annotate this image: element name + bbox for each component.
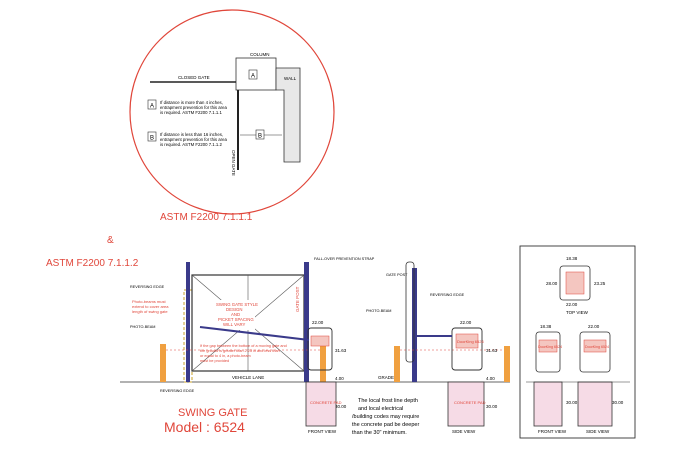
dim-4-front: 4.00	[335, 376, 344, 381]
operator-top-view	[559, 265, 591, 301]
pad-note-3: /building codes may require	[352, 414, 419, 420]
gap-note-3: or equal to 4 in, a photo-beam	[200, 354, 251, 358]
pad-note-1: The local frost line depth	[358, 398, 418, 404]
dim-31-side: 31.63	[486, 348, 498, 353]
marker-a: A	[251, 74, 255, 80]
concrete-pad-side	[447, 381, 485, 427]
wall-shape	[275, 67, 301, 163]
note-b-line2: entrapment prevention for this area	[160, 137, 227, 142]
style-note-2: DESIGN	[226, 307, 242, 312]
detail-front-view-label: FRONT VIEW	[538, 429, 567, 434]
ampersand: &	[107, 235, 114, 246]
note-a-line2: entrapment prevention for this area	[160, 105, 227, 110]
photo-beam-note-3: length of swing gate	[132, 309, 168, 314]
concrete-pad-label-side: CONCRETE PAD	[454, 400, 486, 405]
photo-beam-note-2: extend to cover area	[132, 304, 169, 309]
dim-30-detail-2: 30.00	[612, 400, 624, 405]
grade-label: GRADE	[378, 375, 394, 380]
vehicle-lane-label: VEHICLE LANE	[232, 375, 264, 380]
gate-post-label-side: GATE POST	[386, 273, 408, 277]
reversing-edge-label-left: REVERSING EDGE	[130, 285, 165, 289]
dim-31-front: 31.63	[335, 348, 347, 353]
detail-side-view-label: SIDE VIEW	[586, 429, 610, 434]
note-a-line3: is required. ASTM F2200 7.1.1.1	[160, 110, 222, 115]
style-note-1: SWING GATE STYLE	[216, 302, 258, 307]
note-a-marker: A	[150, 104, 154, 110]
astm-reference-1: ASTM F2200 7.1.1.1	[160, 212, 253, 223]
front-view-label: FRONT VIEW	[308, 429, 337, 434]
photo-beam-label-side: PHOTO-BEAM	[366, 309, 391, 313]
reversing-edge-label-bottom: REVERSING EDGE	[160, 389, 195, 393]
pad-note-4: the concrete pad be deeper	[352, 422, 419, 428]
entrapment-detail-circle: A COLUMN WALL CLOSED GATE OPEN GATE B A …	[129, 9, 335, 215]
dim-1838-top: 18.38	[566, 256, 578, 261]
column-block	[235, 57, 277, 91]
gap-note-1: If the gap between the bottom of a movin…	[200, 344, 287, 348]
dim-28-top: 28.00	[546, 281, 558, 286]
gap-note-4: must be provided	[200, 359, 229, 363]
marker-b-dim: B	[258, 134, 262, 140]
pad-note-2: and local electrical	[358, 406, 403, 412]
gate-post	[304, 262, 309, 382]
dim-1838-front: 18.38	[540, 324, 552, 329]
operator-front-view	[307, 327, 333, 371]
dim-22-top: 22.00	[566, 302, 578, 307]
photo-beam-label-left: PHOTO-BEAM	[130, 325, 155, 329]
open-gate-label: OPEN GATE	[231, 150, 236, 176]
column-label: COLUMN	[250, 52, 270, 57]
note-b-line3: is required. ASTM F2200 7.1.1.2	[160, 142, 222, 147]
operator-label-detail-side: DoorKing 6524	[585, 345, 609, 349]
gate-model: Model : 6524	[164, 419, 245, 435]
astm-reference-2: ASTM F2200 7.1.1.2	[46, 258, 139, 269]
dim-30-detail: 30.00	[566, 400, 578, 405]
wall-label: WALL	[284, 76, 297, 81]
operator-label-detail-front: DoorKing 6524	[538, 345, 562, 349]
photo-beam-note-1: Photo-beams must	[132, 299, 166, 304]
dim-30-front: 30.00	[335, 404, 347, 409]
operator-side-view	[451, 327, 483, 371]
fall-over-label: FALL-OVER PREVENTION STRAP	[314, 257, 375, 261]
note-b-line1: If distance is less than 16 inches,	[160, 132, 223, 137]
dim-4-side: 4.00	[486, 376, 495, 381]
note-b-marker: B	[150, 136, 154, 142]
top-view-label: TOP VIEW	[566, 310, 589, 315]
pad-note-5: than the 30" minimum.	[352, 430, 407, 436]
dim-2325-top: 23.25	[594, 281, 606, 286]
style-note-3: AND	[231, 312, 240, 317]
gap-note-2: the ground is greater than 2.25 in and l…	[200, 349, 280, 353]
dim-22-front: 22.00	[312, 320, 324, 325]
operator-label-side: DoorKing 6524	[457, 339, 484, 344]
gate-title: SWING GATE	[178, 407, 247, 419]
closed-gate-label: CLOSED GATE	[178, 75, 210, 80]
dim-22-side: 22.00	[460, 320, 472, 325]
style-note-5: WILL VARY	[223, 322, 246, 327]
dim-22-detail: 22.00	[588, 324, 600, 329]
concrete-pad-label-front: CONCRETE PAD	[310, 400, 342, 405]
side-view-elevation: GATE POST REVERSING EDGE PHOTO-BEAM Door…	[352, 261, 510, 436]
detail-front-operator	[535, 331, 561, 373]
dim-30-side: 30.00	[486, 404, 498, 409]
swing-gate-elevation: GRADE GATE POST SWING GATE STYLE DESIGN …	[120, 257, 510, 435]
operator-detail-box: 18.38 28.00 23.25 22.00 TOP VIEW DoorKin…	[519, 245, 636, 439]
style-note-4: PICKET SPACING	[218, 317, 254, 322]
side-view-label: SIDE VIEW	[452, 429, 476, 434]
note-a-line1: If distance is more than 4 inches,	[160, 100, 223, 105]
gate-post-label: GATE POST	[295, 286, 300, 312]
reversing-edge-label-side: REVERSING EDGE	[430, 293, 465, 297]
concrete-pad-front	[305, 381, 337, 427]
detail-side-operator	[579, 331, 611, 373]
